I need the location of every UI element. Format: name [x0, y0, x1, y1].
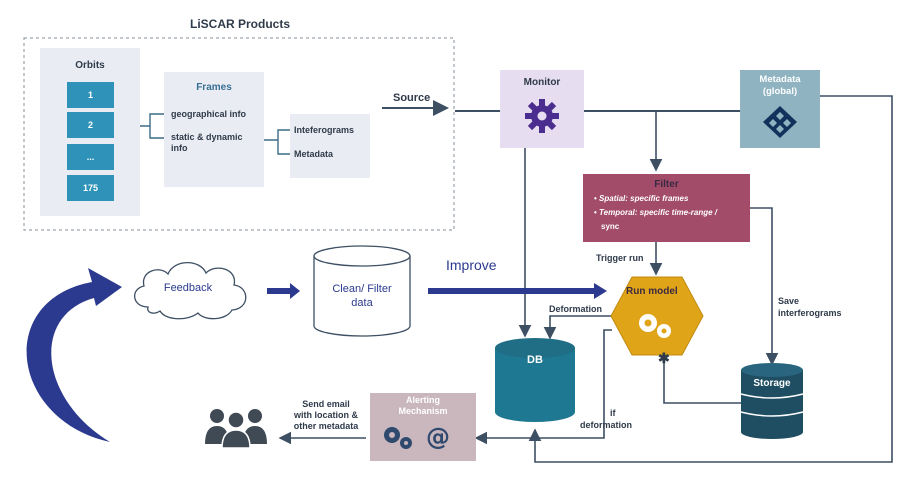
bullet-icon: • — [594, 194, 597, 203]
filter-line-sync: sync — [601, 222, 620, 231]
monitor-label: Monitor — [523, 77, 561, 88]
send-email-line-3: other metadata — [293, 421, 359, 431]
send-email-line-1: Send email — [302, 399, 350, 409]
orbit-box-175[interactable]: 175 — [67, 175, 114, 201]
feedback-cloud[interactable] — [126, 255, 256, 323]
trigger-run-label: Trigger run — [596, 253, 644, 263]
if-label: if — [610, 408, 616, 418]
frames-panel: Frames geographical info static & dynami… — [164, 72, 264, 187]
junction-star-icon: ✱ — [658, 350, 670, 366]
people-group-icon — [205, 409, 267, 449]
db-label: DB — [527, 354, 543, 366]
big-curved-arrow — [26, 268, 122, 442]
storage-cylinder[interactable] — [740, 362, 804, 440]
frames-item-geo: geographical info — [171, 109, 247, 119]
sub-item-inteferograms: Inteferograms — [294, 125, 355, 135]
alerting-title-1: Alerting — [405, 395, 440, 405]
orbit-box-1[interactable]: 1 — [67, 82, 114, 108]
frames-item-info: info — [171, 143, 188, 153]
improve-arrow — [428, 283, 607, 299]
network-diamond-icon — [763, 106, 797, 138]
metadata-loop-line — [528, 95, 893, 463]
products-dashed-border — [23, 37, 455, 231]
gears-icon — [639, 314, 671, 338]
metadata-global-subtitle: (global) — [762, 86, 798, 97]
sub-item-metadata: Metadata — [294, 149, 334, 159]
filter-to-storage-line — [750, 207, 779, 366]
feedback-to-clean-arrow — [267, 283, 300, 299]
gears-icon — [384, 427, 412, 449]
run-model-hexagon[interactable] — [610, 275, 704, 357]
frames-label: Frames — [196, 82, 232, 93]
products-title: LiSCAR Products — [190, 17, 291, 31]
save-label-1: Save — [778, 296, 800, 306]
orbits-panel: Orbits 1 2 ... 175 — [40, 48, 140, 216]
frames-to-sub-line — [255, 129, 292, 155]
clean-filter-label-1: Clean/ Filter — [332, 283, 392, 295]
alerting-box[interactable]: Alerting Mechanism @ — [370, 393, 476, 461]
filter-temporal-value: specific time-range / — [637, 208, 718, 217]
filter-spatial-key: Spatial: — [599, 194, 628, 203]
clean-filter-cylinder[interactable] — [312, 244, 412, 340]
deformation-label: Deformation — [549, 304, 603, 314]
clean-filter-label-2: data — [351, 297, 373, 309]
orbits-label: Orbits — [75, 60, 105, 71]
frames-item-static: static & dynamic — [171, 132, 243, 142]
metadata-global-title: Metadata — [759, 74, 801, 85]
feedback-label: Feedback — [163, 282, 213, 294]
run-model-label: Run model — [626, 286, 678, 297]
deformation-condition-label: deformation — [580, 420, 633, 430]
filter-line-spatial: • Spatial: specific frames — [594, 194, 688, 203]
orbit-box-ellipsis[interactable]: ... — [67, 144, 114, 170]
source-label: Source — [393, 92, 431, 104]
frames-sub-panel: Inteferograms Metadata — [290, 114, 370, 178]
improve-label: Improve — [446, 257, 497, 273]
run-to-alert-line — [474, 329, 612, 445]
db-cylinder[interactable] — [494, 336, 576, 424]
filter-spatial-value: specific frames — [627, 194, 689, 203]
gear-icon — [525, 99, 559, 133]
alerting-title-2: Mechanism — [398, 406, 448, 416]
bullet-icon: • — [594, 208, 597, 217]
storage-to-run-line — [663, 360, 742, 404]
email-at-icon: @ — [426, 423, 450, 451]
run-to-db-deformation-line — [543, 315, 612, 340]
send-email-line-2: with location & — [294, 410, 358, 420]
filter-line-temporal: • Temporal: specific time-range / — [594, 208, 717, 217]
save-label-2: interferograms — [778, 308, 842, 318]
orbit-box-2[interactable]: 2 — [67, 112, 114, 138]
filter-temporal-key: Temporal: — [599, 208, 638, 217]
storage-label: Storage — [753, 378, 791, 389]
monitor-box[interactable]: Monitor — [500, 70, 584, 148]
filter-title: Filter — [654, 179, 679, 190]
metadata-global-box[interactable]: Metadata (global) — [740, 70, 820, 148]
filter-box[interactable]: Filter • Spatial: specific frames • Temp… — [583, 174, 750, 242]
